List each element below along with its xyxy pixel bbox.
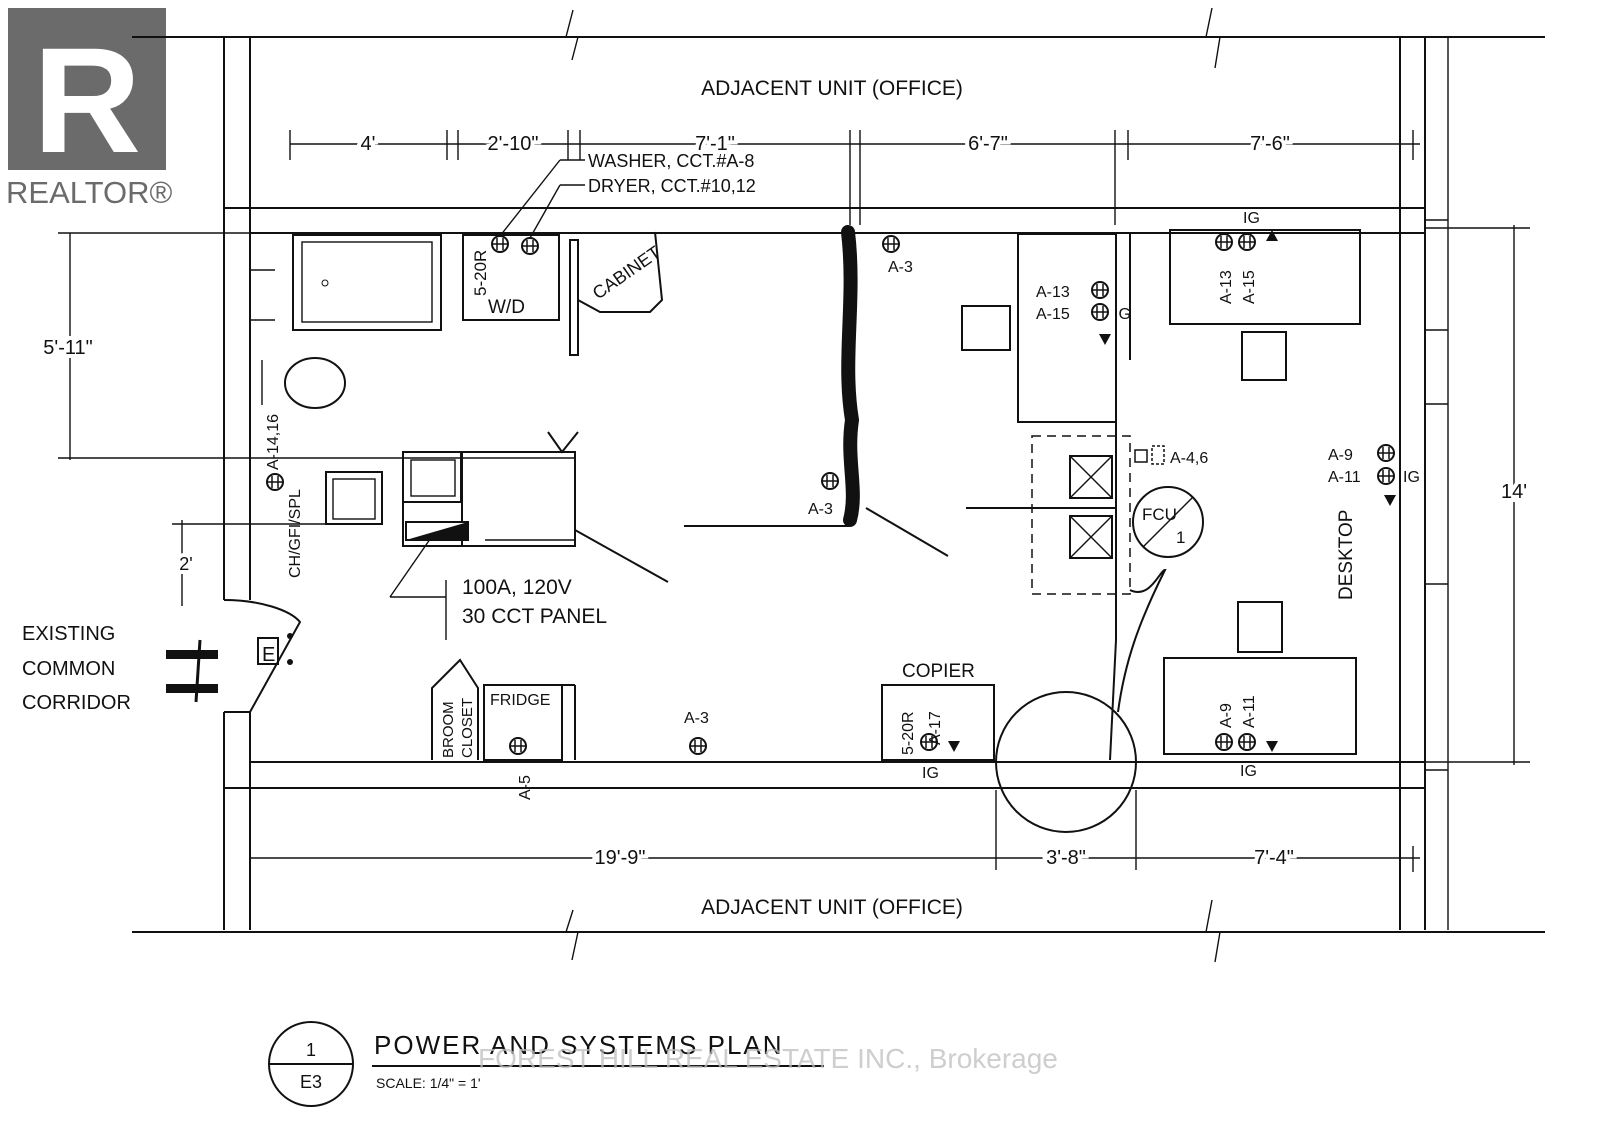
realtor-logo-text: REALTOR®: [6, 175, 173, 210]
a15-left-label: A-15: [1036, 306, 1070, 323]
receptacle-icon: [521, 237, 539, 255]
a11-bottom-label: A-11: [1241, 695, 1258, 728]
dim-5-11-label: 5'-11": [43, 337, 92, 359]
washer-dryer-label: W/D: [488, 297, 525, 318]
thermostat-icon: [1134, 449, 1148, 463]
a3-mid-label: A-3: [808, 501, 833, 518]
a4-6-label: A-4,6: [1170, 450, 1208, 467]
a13-left-label: A-13: [1036, 284, 1070, 301]
data-outlet-icon: [1384, 495, 1396, 506]
receptacle-icon: [1091, 281, 1109, 299]
receptacle-icon: [509, 737, 527, 755]
closet-label: CLOSET: [459, 698, 476, 758]
ig-bottom-label: IG: [1240, 763, 1257, 780]
a15-right-label: A-15: [1241, 270, 1258, 304]
a9-right-label: A-9: [1328, 447, 1353, 464]
receptacle-icon: [1091, 303, 1109, 321]
adjacent-unit-bottom-label: ADJACENT UNIT (OFFICE): [701, 896, 963, 919]
panel-label-1: 100A, 120V: [462, 576, 572, 599]
receptacle-icon: [1238, 733, 1256, 751]
ig-top-label: IG: [1243, 210, 1260, 227]
fcu-number-label: 1: [1176, 528, 1185, 547]
data-outlet-icon: [1266, 741, 1278, 752]
receptacle-icon: [1377, 444, 1395, 462]
data-outlet-icon: [1099, 334, 1111, 345]
realtor-logo: R REALTOR®: [6, 8, 173, 210]
receptacle-icon: [266, 473, 284, 491]
dim-2-label: 2': [179, 554, 192, 574]
realtor-logo-letter: R: [33, 16, 141, 184]
receptacle-icon: [1238, 233, 1256, 251]
receptacle-icon: [1377, 467, 1395, 485]
adjacent-unit-top-label: ADJACENT UNIT (OFFICE): [701, 77, 963, 100]
a11-right-label: A-11: [1328, 469, 1361, 486]
receptacle-icon: [1215, 233, 1233, 251]
entry-door: E: [166, 599, 302, 713]
common-label: COMMON: [22, 658, 115, 680]
sheet-number: E3: [300, 1072, 322, 1092]
receptacle-icon: [689, 737, 707, 755]
a9-bottom-label: A-9: [1218, 703, 1235, 728]
dim-3-8-label: 3'-8": [1046, 847, 1086, 869]
data-outlet-icon: [948, 741, 960, 752]
a5-label: A-5: [517, 775, 534, 800]
fcu-label: FCU: [1142, 505, 1177, 524]
copier-5-20r-label: 5-20R: [900, 711, 917, 755]
dimension-lines: [58, 130, 1530, 872]
dim-7-4-label: 7'-4": [1254, 847, 1294, 869]
detail-callout-icon: [268, 1021, 354, 1107]
broom-label: BROOM: [440, 701, 457, 758]
brokerage-watermark: FOREST HILL REAL ESTATE INC., Brokerage: [478, 1043, 1058, 1074]
receptacle-icon: [821, 472, 839, 490]
desktop-label: DESKTOP: [1336, 510, 1357, 600]
bathroom: [250, 231, 664, 409]
title-block: 1 E3 POWER AND SYSTEMS PLAN SCALE: 1/4" …: [268, 1021, 824, 1107]
ig-right-label: IG: [1403, 469, 1420, 486]
kitchen: [325, 431, 669, 640]
a3-bottom-label: A-3: [684, 710, 709, 727]
panel-label-2: 30 CCT PANEL: [462, 605, 607, 628]
dim-14-label: 14': [1501, 481, 1527, 503]
a14-16-label: A-14,16: [265, 414, 282, 470]
a3-top-label: A-3: [888, 259, 913, 276]
dim-7-1-label: 7'-1": [695, 133, 735, 155]
fridge-label: FRIDGE: [490, 692, 550, 709]
dim-7-6-label: 7'-6": [1250, 133, 1290, 155]
dim-6-7-label: 6'-7": [968, 133, 1008, 155]
a13-right-label: A-13: [1218, 270, 1235, 304]
dim-2-10-label: 2'-10": [488, 133, 539, 155]
partition-wall: [684, 225, 949, 557]
cabinet-label: CABINET: [589, 242, 664, 303]
ig-left-label: IG: [1114, 306, 1131, 323]
receptacle-icon: [882, 235, 900, 253]
receptacles: [266, 159, 1396, 755]
ch-gfi-spl-label: CH/GFI/SPL: [287, 489, 304, 578]
e-box-label: E: [262, 644, 275, 666]
a17-label: A-17: [927, 711, 944, 745]
walls: [132, 7, 1545, 963]
dim-4-label: 4': [361, 133, 376, 155]
plan-labels: ADJACENT UNIT (OFFICE) ADJACENT UNIT (OF…: [22, 77, 1420, 919]
receptacle-5-20r-label: 5-20R: [471, 250, 490, 296]
office: [431, 229, 1448, 833]
plan-scale: SCALE: 1/4" = 1': [376, 1075, 481, 1091]
receptacle-icon: [491, 235, 509, 253]
corridor-label: CORRIDOR: [22, 692, 131, 714]
realtor-logo-mark-icon: [8, 8, 166, 170]
receptacle-icon: [1215, 733, 1233, 751]
dim-19-9-label: 19'-9": [595, 847, 646, 869]
plan-title: POWER AND SYSTEMS PLAN: [374, 1030, 784, 1060]
washer-label: WASHER, CCT.#A-8: [588, 151, 754, 171]
detail-number: 1: [306, 1040, 316, 1060]
existing-label: EXISTING: [22, 623, 115, 645]
copier-label: COPIER: [902, 661, 975, 682]
data-outlet-icon: [1266, 230, 1278, 241]
dryer-label: DRYER, CCT.#10,12: [588, 176, 756, 196]
dimension-labels: 4' 2'-10" 7'-1" 6'-7" 7'-6" 5'-11" 2' 14…: [39, 129, 1531, 873]
ig-copier-label: IG: [922, 765, 939, 782]
